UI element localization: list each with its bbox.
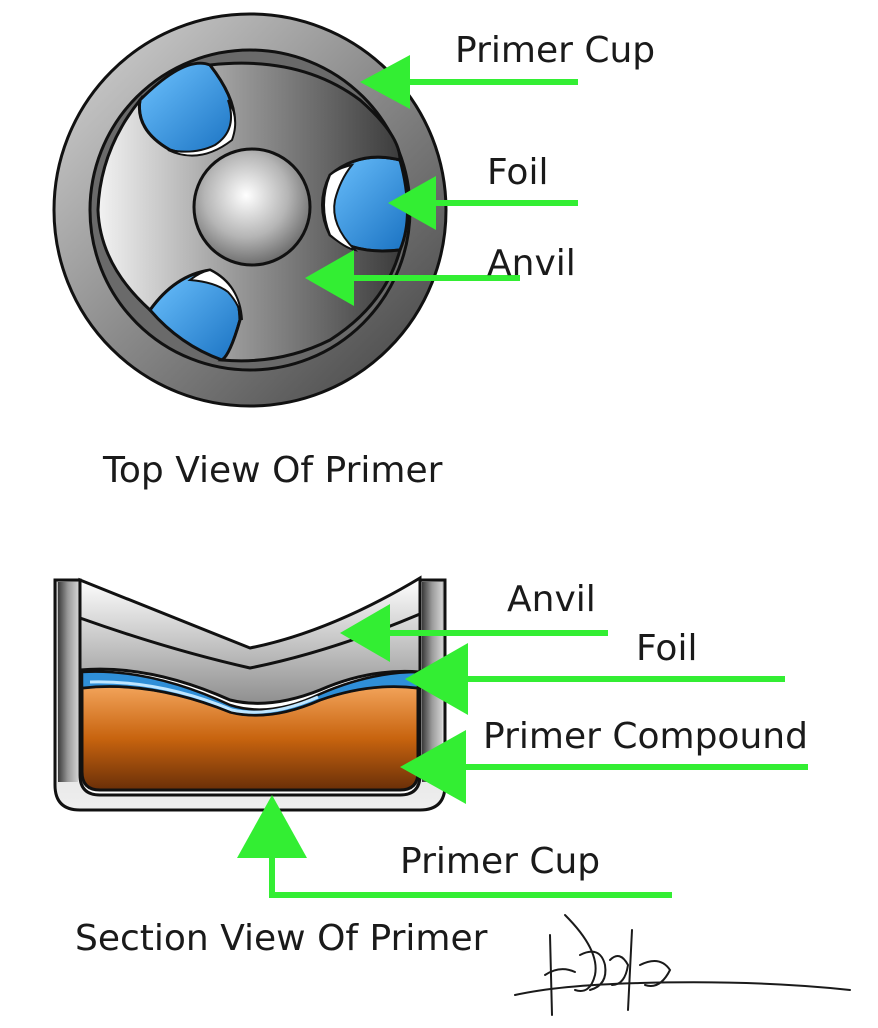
section-label-primer-cup: Primer Cup xyxy=(400,841,600,882)
top-view: Primer Cup Foil Anvil Top View Of Primer xyxy=(52,12,655,491)
top-label-foil: Foil xyxy=(487,152,548,193)
section-label-foil: Foil xyxy=(636,628,697,669)
section-foil xyxy=(80,670,420,717)
top-view-caption: Top View Of Primer xyxy=(102,450,443,491)
top-arrow-primer-cup xyxy=(360,55,578,109)
section-arrow-foil xyxy=(405,643,785,715)
top-label-primer-cup: Primer Cup xyxy=(455,30,655,71)
top-arrow-foil xyxy=(388,176,578,230)
section-arrow-primer-compound xyxy=(400,730,808,804)
section-view-caption: Section View Of Primer xyxy=(75,918,488,959)
section-label-anvil: Anvil xyxy=(507,579,596,620)
section-view: Anvil Foil Primer Compound Primer Cup Se… xyxy=(53,575,808,959)
section-foil-highlight xyxy=(89,680,319,714)
section-label-primer-compound: Primer Compound xyxy=(483,716,808,757)
top-label-anvil: Anvil xyxy=(487,243,576,284)
section-arrow-anvil xyxy=(340,604,608,662)
section-anvil xyxy=(78,575,422,705)
artist-signature xyxy=(514,914,851,1016)
section-cup-left-wall xyxy=(58,582,78,782)
top-arrow-anvil xyxy=(305,250,520,306)
top-foil-crescent-1 xyxy=(167,99,237,157)
top-center-dome xyxy=(192,147,312,267)
top-foil-crescent-2 xyxy=(323,163,359,252)
top-foil-crescent-3 xyxy=(187,268,243,321)
section-arrow-primer-cup xyxy=(237,795,672,898)
